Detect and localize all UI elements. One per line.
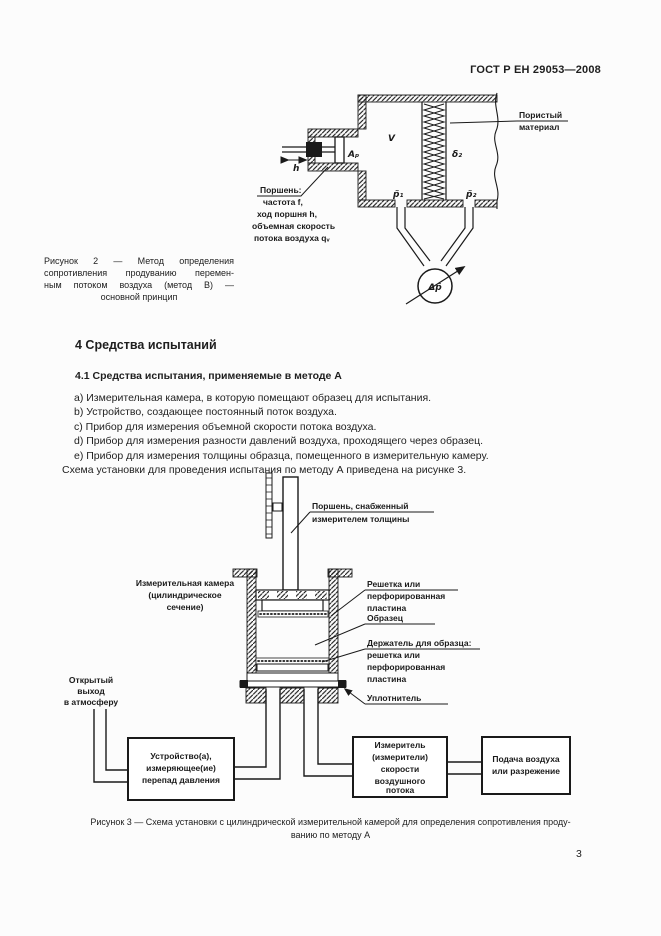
- label-holder-2: решетка или: [367, 650, 420, 660]
- pressure-device-text-1: Устройство(а),: [150, 751, 211, 761]
- gauge-arrow: [405, 266, 466, 305]
- figure3-diagram: Поршень, снабженный измерителем толщины …: [64, 472, 571, 801]
- label-porous-2: материал: [519, 122, 559, 132]
- flow-meter-box: [352, 736, 448, 798]
- holder-plate: [256, 663, 329, 672]
- seal-right: [338, 680, 346, 688]
- air-supply-text-2: или разрежение: [492, 766, 560, 776]
- section-subheading: 4.1 Средства испытания, применяемые в ме…: [75, 370, 342, 382]
- figure2-caption-line3: ным потоком воздуха (метод В) —: [44, 279, 234, 290]
- label-pressure2: p̃₂: [465, 189, 476, 200]
- figure2-piston-cylinder: [280, 128, 359, 172]
- pressure-device-text-2: измеряющее(ие): [146, 763, 216, 773]
- label-piston-area: Aₚ: [347, 150, 359, 160]
- figure2-pressure-gauge: [396, 207, 474, 305]
- flow-meter-text-4: воздушного: [375, 776, 426, 786]
- piston-plate: [334, 136, 345, 164]
- seal-left: [240, 680, 248, 688]
- pressure-device-text-3: перепад давления: [142, 775, 220, 785]
- figure2-porous-material: [421, 102, 447, 200]
- list-item: b) Устройство, создающее постоянный пото…: [74, 406, 337, 419]
- figure3-caption-line2: ванию по методу А: [290, 829, 371, 840]
- bottom-plate: [246, 672, 339, 682]
- figure2-diagram: V Aₚ δ₂ p̃₁ p̃₂ Δp̃ h Пористый материал …: [252, 92, 568, 305]
- figure3-caption-line1: Рисунок 3 — Схема установки с цилиндриче…: [90, 817, 571, 827]
- figure2-caption-line4: основной принцип: [100, 291, 178, 302]
- seal-plate: [239, 680, 347, 688]
- label-porous-1: Пористый: [519, 110, 562, 120]
- label-piston-1: Поршень:: [260, 185, 302, 195]
- label-piston-3: ход поршня h,: [257, 209, 317, 219]
- label-outlet-2: выход: [77, 686, 105, 696]
- list-item: d) Прибор для измерения разности давлени…: [74, 435, 484, 448]
- label-grid-1: Решетка или: [367, 579, 420, 589]
- document-number: ГОСТ Р ЕН 29053—2008: [470, 64, 601, 76]
- pressure-device-box: [127, 737, 235, 801]
- list-item: a) Измерительная камера, в которую помещ…: [74, 392, 432, 404]
- piston-rod-block: [306, 142, 322, 157]
- flow-meter-text-2: (измерители): [372, 752, 428, 762]
- label-chamber-3: сечение): [167, 602, 204, 612]
- flow-meter-text-3: скорости: [381, 764, 419, 774]
- label-holder-1: Держатель для образца:: [367, 638, 472, 648]
- label-grid-3: пластина: [367, 603, 407, 613]
- list-item: e) Прибор для измерения толщины образца,…: [74, 449, 489, 462]
- piston-disc: [261, 599, 324, 612]
- closing-sentence: Схема установки для проведения испытания…: [62, 464, 467, 477]
- label-piston-5: потока воздуха qᵥ: [254, 233, 330, 243]
- flow-meter-text-5: потока: [386, 785, 415, 795]
- label-thickness: δ₂: [452, 150, 462, 160]
- label-grid-2: перфорированная: [367, 591, 445, 601]
- label-holder-3: перфорированная: [367, 662, 445, 672]
- measuring-chamber: [232, 568, 353, 704]
- label-piston3-2: измерителем толщины: [312, 514, 409, 524]
- figure2-caption-line2: сопротивления продуванию перемен-: [44, 267, 234, 278]
- label-piston-4: объемная скорость: [252, 221, 335, 231]
- page-number: 3: [576, 848, 582, 860]
- label-outlet-1: Открытый: [69, 675, 113, 685]
- pipes: [93, 689, 482, 783]
- section-4: 4 Средства испытаний 4.1 Средства испыта…: [62, 330, 608, 477]
- label-volume: V: [388, 134, 396, 144]
- label-pressure-diff: Δp̃: [427, 282, 442, 293]
- label-piston-2: частота f,: [263, 197, 303, 207]
- flow-meter-text-1: Измеритель: [374, 740, 425, 750]
- figure3-piston-rod: [282, 476, 299, 591]
- label-chamber-2: (цилиндрическое: [148, 590, 221, 600]
- figure2-caption-line1: Рисунок 2 — Метод определения: [44, 256, 234, 266]
- thickness-gauge-ruler: [265, 472, 283, 539]
- label-sample: Образец: [367, 613, 404, 623]
- air-supply-box: [481, 736, 571, 795]
- label-piston3-1: Поршень, снабженный: [312, 501, 409, 511]
- figure2-leader-lines: [257, 120, 568, 197]
- figure2-chamber-walls: [357, 92, 499, 209]
- section-heading: 4 Средства испытаний: [75, 338, 217, 352]
- label-chamber-1: Измерительная камера: [136, 578, 234, 588]
- label-seal: Уплотнитель: [367, 693, 421, 703]
- equipment-list: a) Измерительная камера, в которую помещ…: [62, 391, 608, 477]
- label-outlet-3: в атмосферу: [64, 697, 119, 707]
- figure2-caption: Рисунок 2 — Метод определения сопротивле…: [44, 256, 234, 304]
- torn-edge-line: [494, 92, 499, 209]
- label-pressure1: p̃₁: [392, 189, 403, 200]
- list-item: c) Прибор для измерения объемной скорост…: [74, 420, 377, 433]
- figure3-caption: Рисунок 3 — Схема установки с цилиндриче…: [40, 816, 621, 841]
- figure3-leader-lines: [290, 511, 480, 705]
- label-stroke-h: h: [293, 164, 299, 174]
- air-supply-text-1: Подача воздуха: [492, 754, 560, 764]
- label-holder-4: пластина: [367, 674, 407, 684]
